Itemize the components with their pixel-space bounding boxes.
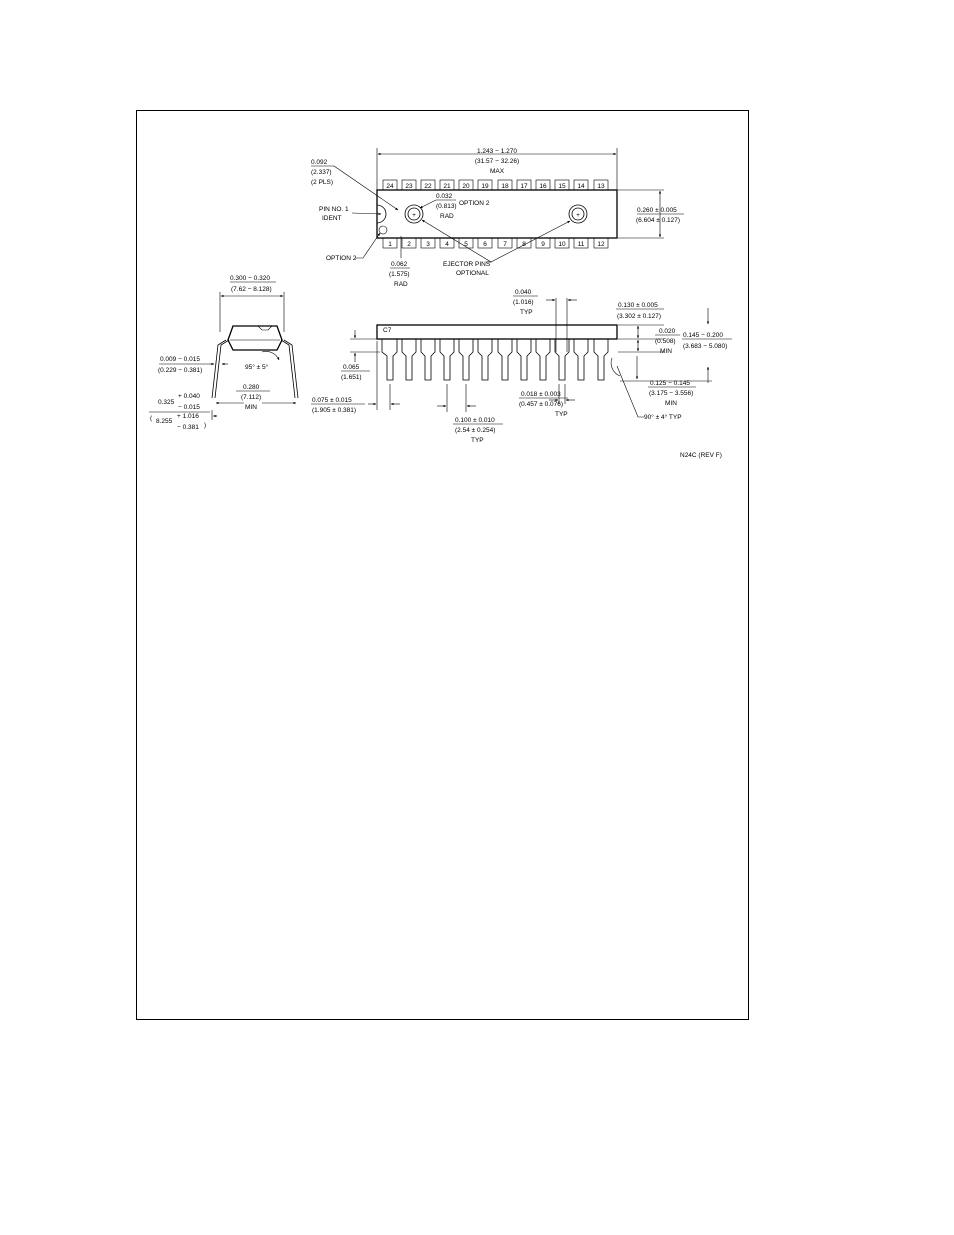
seat-h-mm: (3.683 − 5.080) <box>683 343 727 350</box>
body-w-mm: (7.112) <box>241 394 261 401</box>
ejector-line2: OPTIONAL <box>456 270 489 277</box>
pin-label: 7 <box>503 241 507 248</box>
corner-rad-note: RAD <box>394 281 408 288</box>
svg-text:): ) <box>204 422 206 429</box>
end-pitch-in: 0.075 ± 0.015 <box>312 397 352 404</box>
length-mm: (31.57 − 32.26) <box>475 158 519 165</box>
ejector-rad-note: RAD <box>440 213 454 220</box>
lead-w-note: TYP <box>520 309 533 316</box>
lead-w-in: 0.040 <box>515 289 532 296</box>
pin-label: 11 <box>578 241 585 248</box>
spread-in: 0.325 <box>158 399 175 406</box>
pin-label: 23 <box>405 183 413 190</box>
tip-w-in: 0.018 ± 0.003 <box>521 391 561 398</box>
pin-label: 19 <box>481 183 489 190</box>
standoff-note: MIN <box>660 348 672 355</box>
pin-label: 22 <box>424 183 432 190</box>
pin-label: 6 <box>483 241 487 248</box>
pin-label: 15 <box>558 183 566 190</box>
width-in: 0.260 ± 0.005 <box>637 207 677 214</box>
spread-plus-in: + 0.040 <box>178 393 200 400</box>
svg-text:+: + <box>576 212 580 219</box>
option2-left: OPTION 2 <box>326 255 357 262</box>
spread-plus-mm: + 1.016 <box>177 413 199 420</box>
notch-mm: (2.337) <box>311 169 332 176</box>
pin-label: 16 <box>539 183 547 190</box>
row-in: 0.300 − 0.320 <box>230 275 270 282</box>
pin-label: 12 <box>597 241 605 248</box>
side-leads <box>381 339 609 381</box>
corner-rad-in: 0.062 <box>391 261 408 268</box>
row-mm: (7.62 − 8.128) <box>231 286 272 293</box>
body-h-in: 0.130 ± 0.005 <box>618 302 658 309</box>
pin-label: 21 <box>443 183 451 190</box>
angle: 95° ± 5° <box>245 363 269 371</box>
lead-len-in: 0.125 − 0.145 <box>650 380 690 387</box>
svg-text:+: + <box>412 212 416 219</box>
corner-rad-mm: (1.575) <box>389 271 410 278</box>
lead-angle: 90° ± 4° TYP <box>644 413 682 421</box>
spread-minus-mm: − 0.381 <box>177 424 199 431</box>
pin-label: 24 <box>386 183 394 190</box>
pin1-line1: PIN NO. 1 <box>319 206 349 213</box>
seat-h-in: 0.145 − 0.200 <box>683 332 723 339</box>
pin-label: 18 <box>501 183 509 190</box>
pitch-note: TYP <box>471 437 484 444</box>
ejector-line1: EJECTOR PINS <box>443 261 491 268</box>
length-in: 1.243 − 1.270 <box>477 148 517 155</box>
notch-note: (2 PLS) <box>311 179 333 186</box>
pin-label: 5 <box>464 241 468 248</box>
top-pin-row: 24 23 22 21 20 19 18 17 16 15 14 13 <box>382 179 609 191</box>
ejector-rad-mm: (0.813) <box>436 203 457 210</box>
drawing-ref: N24C (REV F) <box>680 452 722 459</box>
pitch-mm: (2.54 ± 0.254) <box>455 427 495 434</box>
pin-label: 4 <box>445 241 449 248</box>
svg-text:(: ( <box>150 415 153 422</box>
ejector-rad-in: 0.032 <box>436 193 453 200</box>
pin-label: 3 <box>426 241 430 248</box>
pin-label: 2 <box>407 241 411 248</box>
end-view: 0.300 − 0.320 (7.62 − 8.128) 0.009 − 0.0… <box>149 275 299 431</box>
side-view: C7 0.040 (1.016) TYP 0.130 ± 0.005 (3.3 <box>311 289 732 444</box>
top-view: 1.243 − 1.270 (31.57 − 32.26) MAX + + 24… <box>311 148 684 288</box>
body-w-in: 0.280 <box>243 384 260 391</box>
bottom-pin-row: 1 2 3 4 5 6 7 8 9 10 11 12 <box>382 237 609 249</box>
body-h-mm: (3.302 ± 0.127) <box>617 313 661 320</box>
pin-label: 14 <box>577 183 585 190</box>
standoff-in: 0.020 <box>659 328 676 335</box>
pin1-line2: IDENT <box>322 215 342 222</box>
width-mm: (6.604 ± 0.127) <box>636 217 680 224</box>
length-note: MAX <box>490 168 505 175</box>
lead-thk-mm: (0.229 − 0.381) <box>158 367 202 374</box>
shoulder-mm: (1.651) <box>341 374 362 381</box>
svg-text:C7: C7 <box>383 327 392 334</box>
pin-label: 13 <box>597 183 605 190</box>
standoff-mm: (0.508) <box>655 338 676 345</box>
spread-minus-in: − 0.015 <box>178 404 200 411</box>
pitch-in: 0.100 ± 0.010 <box>455 417 495 424</box>
tip-w-note: TYP <box>555 411 568 418</box>
pin-label: 17 <box>520 183 528 190</box>
notch-in: 0.092 <box>311 159 328 166</box>
pin-label: 20 <box>462 183 470 190</box>
pin-label: 9 <box>541 241 545 248</box>
end-pitch-mm: (1.905 ± 0.381) <box>312 407 356 414</box>
lead-len-mm: (3.175 − 3.556) <box>649 390 693 397</box>
pin-label: 10 <box>558 241 566 248</box>
option2-top: OPTION 2 <box>459 200 490 207</box>
lead-thk-in: 0.009 − 0.015 <box>160 356 200 363</box>
pin-label: 1 <box>388 241 392 248</box>
spread-mm: 8.255 <box>156 418 173 425</box>
body-w-note: MIN <box>245 404 257 411</box>
lead-w-mm: (1.016) <box>513 299 534 306</box>
shoulder-in: 0.065 <box>343 364 360 371</box>
tip-w-mm: (0.457 ± 0.076) <box>519 401 563 408</box>
lead-len-note: MIN <box>665 400 677 407</box>
drawing-frame <box>136 110 749 1020</box>
